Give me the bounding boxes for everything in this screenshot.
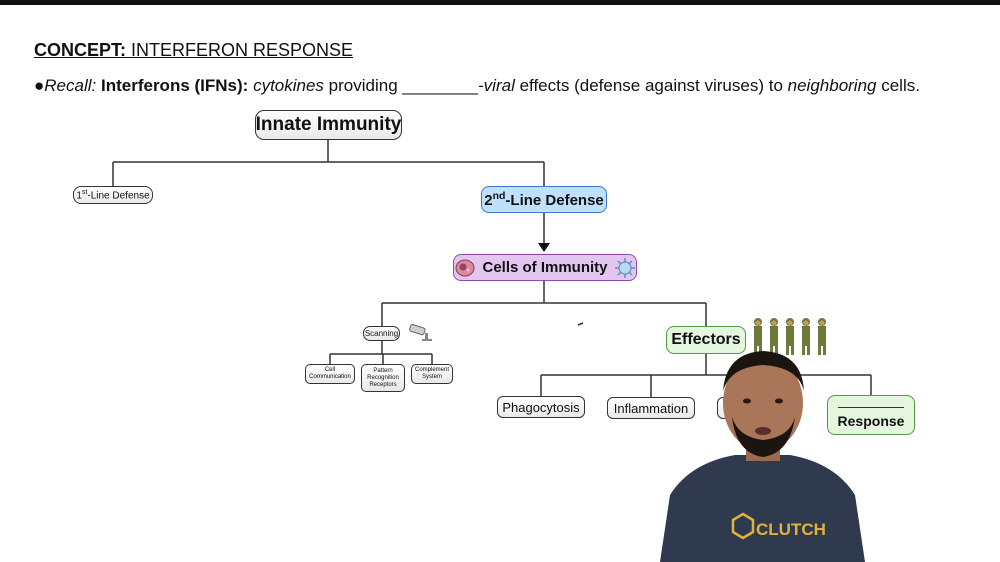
macrophage-icon [455,259,475,276]
cytokines-word: cytokines [253,76,324,95]
response-blank-line [838,407,904,408]
scanning-box: Scanning [363,326,400,341]
concept-label: CONCEPT: [34,40,127,60]
neighboring-word: neighboring [787,76,877,95]
cells-of-immunity-box: Cells of Immunity [453,254,637,281]
second-line-defense-box: 2nd-Line Defense [481,186,607,213]
complement-system-box: Complement System [411,364,453,384]
response-box: Response [827,395,915,435]
phagocytosis-label: Phagocytosis [502,399,580,415]
response-label: Response [837,413,905,429]
clutch-logo-icon [731,512,755,540]
fill-blank: ________ [402,76,479,95]
cells-of-immunity-label: Cells of Immunity [482,259,608,276]
presenter-shirt [660,455,865,562]
presenter-video: CLUTCH [660,351,865,562]
viral-word: -viral [478,76,515,95]
effectors-label: Effectors [671,331,741,348]
providing-word: providing [323,76,403,95]
innate-immunity-box: Innate Immunity [255,110,402,140]
scanning-label: Scanning [364,329,399,338]
pattern-recognition-receptors-box: Pattern Recognition Receptors [361,364,405,392]
virus-icon [614,257,635,278]
page-title: CONCEPT: INTERFERON RESPONSE [34,40,353,61]
phagocytosis-box: Phagocytosis [497,396,585,418]
inflammation-box: Inflammation [607,397,695,419]
top-bar [0,0,1000,5]
cells-word: cells. [876,76,920,95]
bullet: ● [34,76,45,95]
effectors-box: Effectors [666,326,746,354]
concept-title: INTERFERON RESPONSE [131,40,354,60]
effects-text: effects (defense against viruses) to [514,76,788,95]
recall-label: Recall: [44,76,97,95]
security-camera-icon [409,324,432,341]
recall-sentence: ●Recall: Interferons (IFNs): cytokines p… [34,76,920,96]
shirt-logo-text: CLUTCH [756,520,826,539]
inflammation-label: Inflammation [613,400,689,416]
interferon-term: Interferons (IFNs): [100,76,249,95]
first-line-defense-label: 1st-Line Defense [76,188,150,202]
soldiers-icon [754,318,826,355]
cell-communication-box: Cell Communication [305,364,355,384]
first-line-defense-box: 1st-Line Defense [73,186,153,204]
second-line-defense-label: 2nd-Line Defense [484,190,604,209]
